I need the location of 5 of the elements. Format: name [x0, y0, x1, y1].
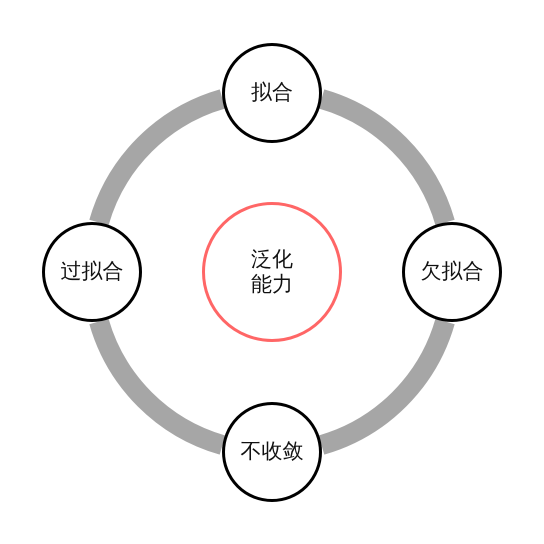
circle-label: 不收敛: [240, 439, 304, 465]
circle-label: 拟合: [251, 80, 293, 106]
circle-label: 欠拟合: [420, 259, 484, 285]
circle-label: 泛化能力: [250, 246, 294, 298]
circle-label: 过拟合: [60, 259, 124, 285]
